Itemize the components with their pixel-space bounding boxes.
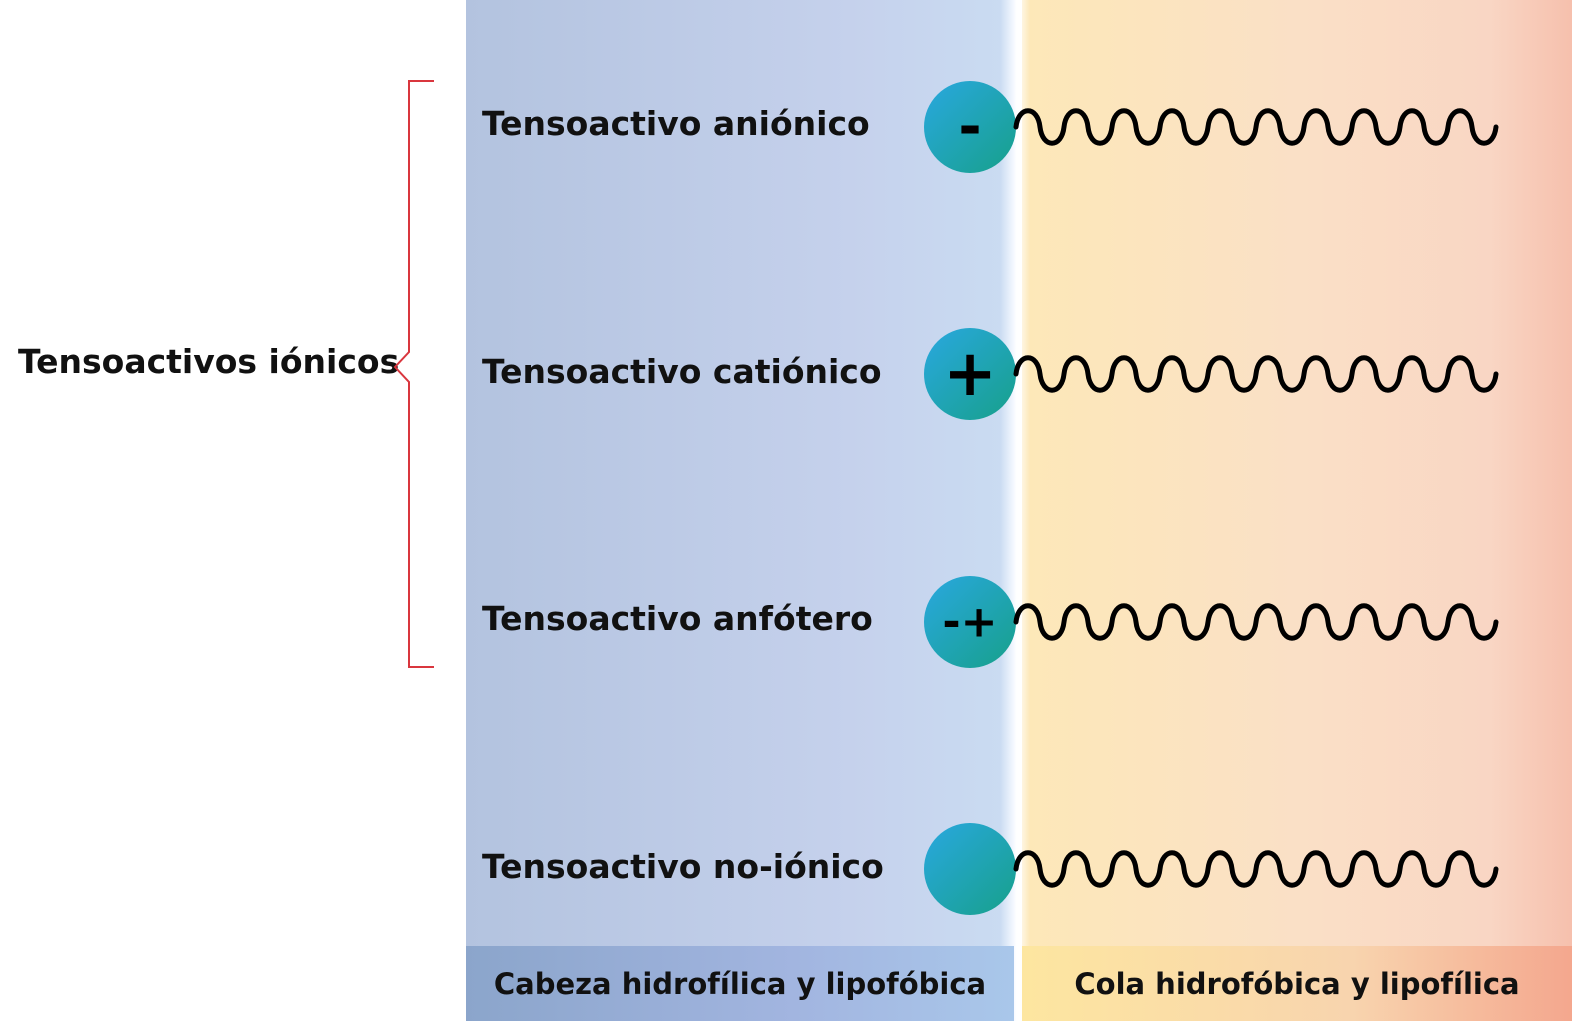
surfactant-head bbox=[924, 823, 1016, 915]
molecule-anionic: - bbox=[924, 81, 1499, 173]
surfactant-head: - bbox=[924, 81, 1016, 173]
row-label-amphoteric: Tensoactivo anfótero bbox=[482, 599, 873, 638]
head-charge: -+ bbox=[942, 597, 997, 648]
head-region-footer: Cabeza hidrofílica y lipofóbica bbox=[466, 946, 1014, 1021]
head-circle bbox=[924, 576, 1016, 668]
tail-region-label: Cola hidrofóbica y lipofílica bbox=[1074, 966, 1520, 1001]
tail-region-footer: Cola hidrofóbica y lipofílica bbox=[1022, 946, 1572, 1021]
hydrophilic-head-region bbox=[466, 0, 1014, 1021]
head-circle bbox=[924, 823, 1016, 915]
surfactant-head: + bbox=[924, 328, 1016, 420]
head-region-label: Cabeza hidrofílica y lipofóbica bbox=[493, 966, 987, 1001]
hydrocarbon-tail bbox=[1013, 603, 1499, 641]
row-label-cationic: Tensoactivo catiónico bbox=[482, 352, 882, 391]
molecule-amphoteric: -+ bbox=[924, 576, 1499, 668]
head-charge: + bbox=[943, 337, 997, 411]
row-label-nonionic: Tensoactivo no-iónico bbox=[482, 847, 884, 886]
surfactant-head: -+ bbox=[924, 576, 1016, 668]
molecule-nonionic bbox=[924, 823, 1499, 915]
head-circle bbox=[924, 81, 1016, 173]
head-circle bbox=[924, 328, 1016, 420]
molecule-cationic: + bbox=[924, 328, 1499, 420]
hydrocarbon-tail bbox=[1013, 108, 1499, 146]
row-label-anionic: Tensoactivo aniónico bbox=[482, 104, 870, 143]
hydrocarbon-tail bbox=[1013, 355, 1499, 393]
ionic-group-bracket bbox=[393, 80, 434, 668]
head-charge: - bbox=[958, 95, 981, 160]
hydrocarbon-tail bbox=[1013, 850, 1499, 888]
hydrophobic-tail-region bbox=[1022, 0, 1572, 1021]
ionic-group-label: Tensoactivos iónicos bbox=[18, 342, 400, 381]
